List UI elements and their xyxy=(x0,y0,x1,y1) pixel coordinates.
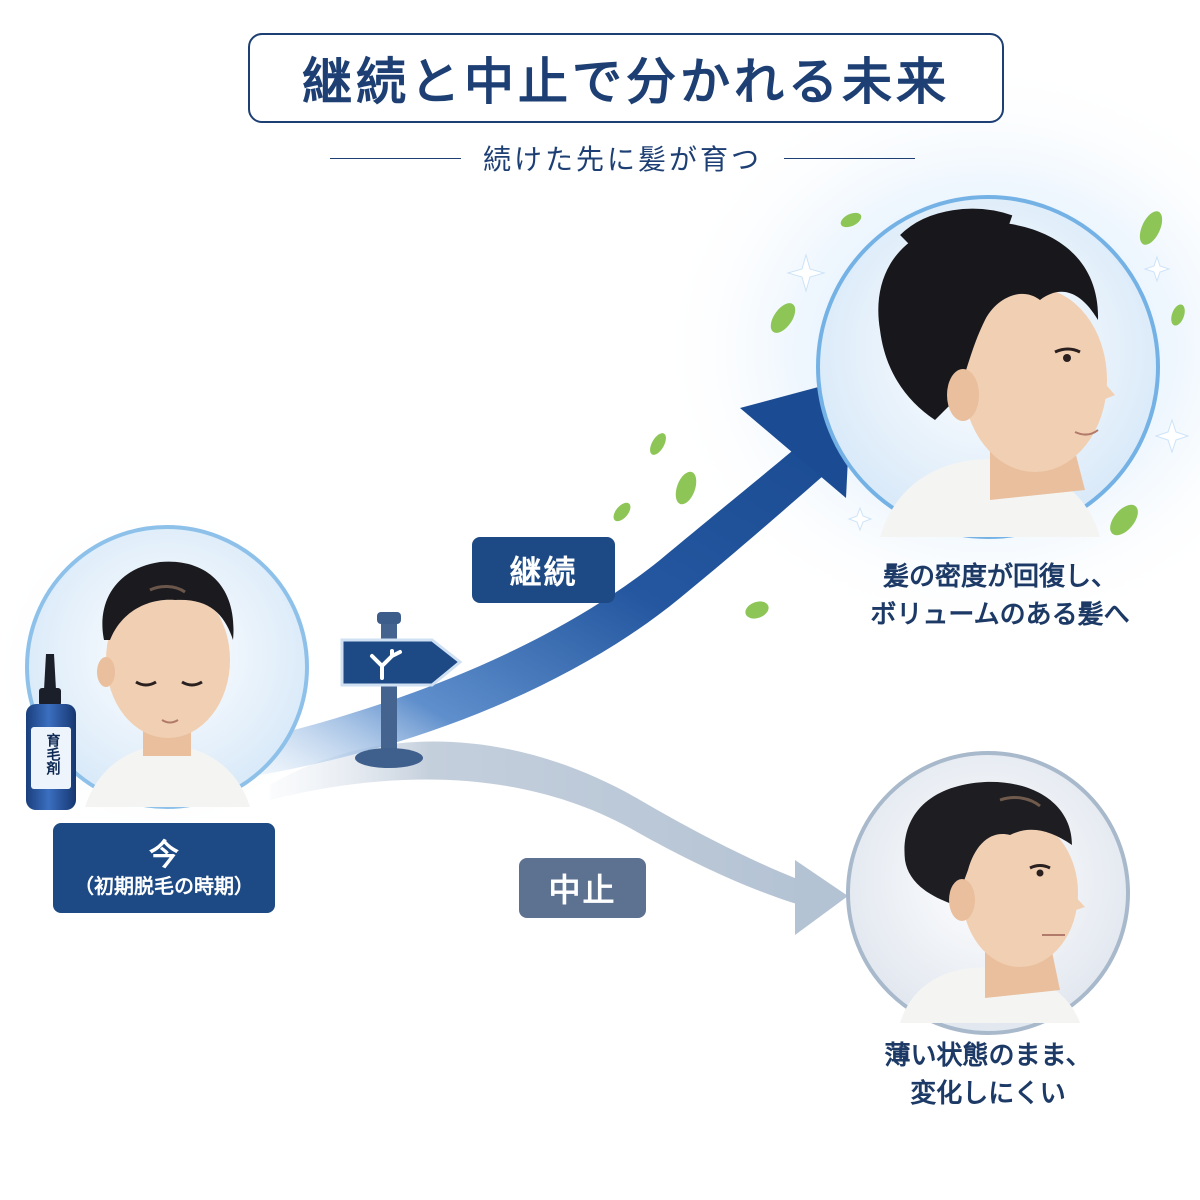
subtitle-rule-left xyxy=(330,157,461,159)
continue-label: 継続 xyxy=(509,553,578,591)
now-label: 今 xyxy=(149,837,179,873)
continue-outcome-caption: 髪の密度が回復し、 ボリュームのある髪へ xyxy=(820,558,1180,634)
continue-outcome-line-1: 髪の密度が回復し、 xyxy=(882,562,1117,592)
continue-label-box: 継続 xyxy=(472,537,615,603)
continue-outcome-line-2: ボリュームのある髪へ xyxy=(870,600,1130,630)
stop-outcome-caption: 薄い状態のまま、 変化しにくい xyxy=(838,1037,1138,1113)
portrait-continue xyxy=(816,195,1160,539)
sparkle-icon xyxy=(786,253,1190,532)
arrow-right-icon xyxy=(270,741,848,935)
bottle-label-text: 育毛剤 xyxy=(44,733,61,775)
portrait-now xyxy=(25,525,309,809)
stop-label: 中止 xyxy=(548,871,617,909)
signpost-fork-icon xyxy=(340,612,463,768)
subtitle-rule-right xyxy=(784,157,916,159)
bottle-label: 育毛剤 xyxy=(35,733,69,780)
bottle-icon xyxy=(26,654,76,810)
stop-label-box: 中止 xyxy=(519,858,646,918)
subtitle-row: 続けた先に髪が育つ xyxy=(330,138,916,178)
subtitle: 続けた先に髪が育つ xyxy=(483,143,763,176)
stop-outcome-line-2: 変化しにくい xyxy=(910,1079,1066,1109)
page-title: 継続と中止で分かれる未来 xyxy=(302,52,950,111)
portrait-stop xyxy=(846,751,1130,1035)
now-label-box: 今 （初期脱毛の時期） xyxy=(53,823,275,913)
title-box: 継続と中止で分かれる未来 xyxy=(248,33,1004,123)
now-sublabel: （初期脱毛の時期） xyxy=(74,874,254,899)
leaf-icon xyxy=(613,211,1185,619)
stop-outcome-line-1: 薄い状態のまま、 xyxy=(884,1041,1092,1071)
